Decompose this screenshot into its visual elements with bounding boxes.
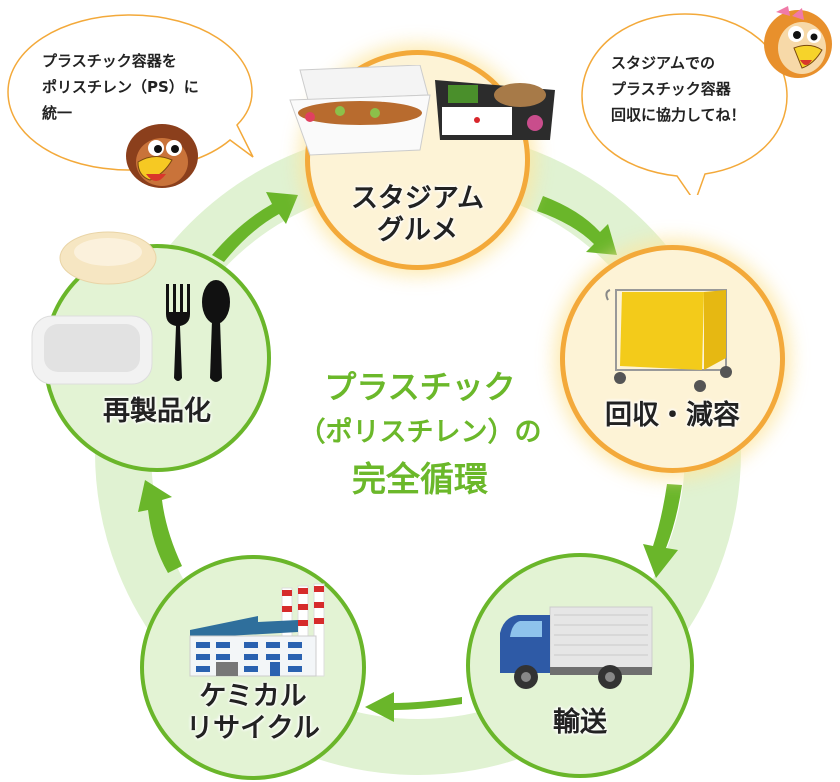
node-label: スタジアム グルメ <box>350 183 485 246</box>
node-label: 輸送 <box>553 707 607 738</box>
arrow-collection-to-transport <box>643 484 682 578</box>
collection-cart-icon <box>602 282 742 392</box>
hawk-girl-mascot-icon <box>758 2 838 82</box>
node-label: 再製品化 <box>103 396 211 427</box>
center-title-line1: プラスチック <box>324 368 516 406</box>
hawk-mascot-icon <box>120 118 202 198</box>
truck-icon <box>490 605 660 695</box>
node-label: ケミカル リサイクル <box>186 681 320 744</box>
bento-boxes-icon <box>280 64 560 165</box>
bubble-text-left: プラスチック容器を ポリスチレン（PS）に 統一 <box>42 52 199 122</box>
arrow-transport-to-chemical <box>365 692 462 722</box>
bubble-text-right: スタジアムでの プラスチック容器 回収に協力してね！ <box>611 54 746 124</box>
arrow-reproduction-to-gourmet <box>212 192 298 262</box>
node-label: 回収・減容 <box>605 400 740 431</box>
arrow-chemical-to-reproduction <box>138 480 182 573</box>
speech-bubble-right: スタジアムでの プラスチック容器 回収に協力してね！ <box>577 10 792 204</box>
center-title-line2: （ポリスチレン）の <box>298 417 542 448</box>
arrow-gourmet-to-collection <box>537 196 617 255</box>
speech-bubble-left: プラスチック容器を ポリスチレン（PS）に 統一 <box>5 12 255 177</box>
containers-cutlery-icon <box>28 228 248 388</box>
factory-icon <box>188 580 328 680</box>
center-title-line3: 完全循環 <box>352 460 488 500</box>
